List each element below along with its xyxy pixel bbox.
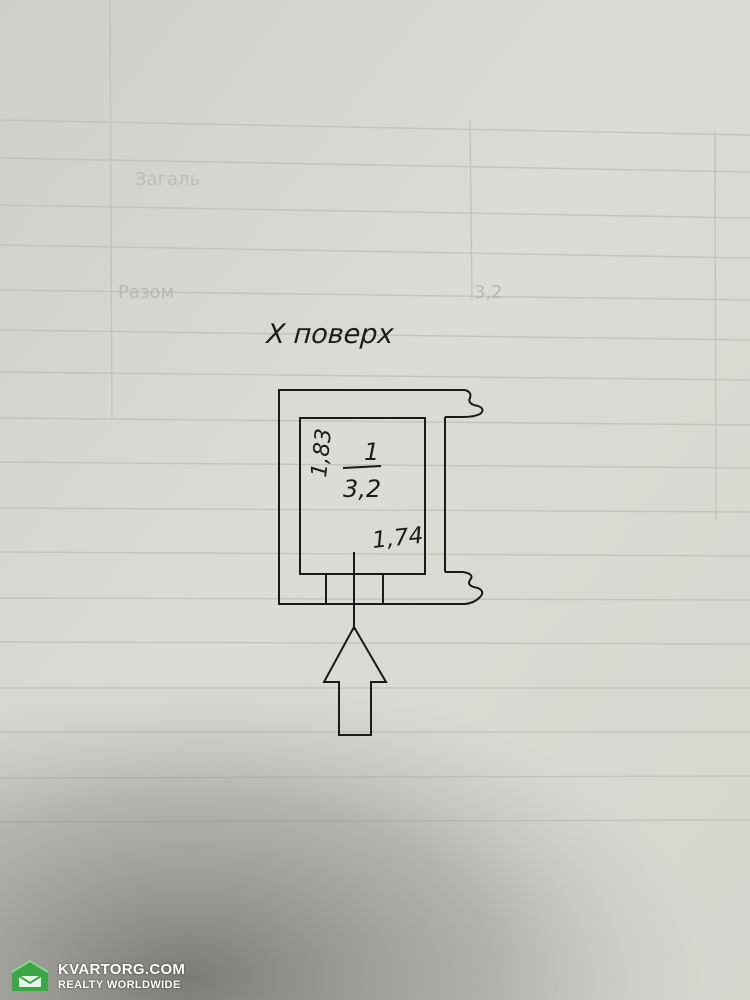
entrance-arrow-icon xyxy=(322,624,388,736)
faded-form-text-3: 3,2 xyxy=(474,282,503,303)
house-logo-icon xyxy=(11,959,49,991)
room-area: 3,2 xyxy=(343,475,381,503)
watermark-name: KVARTORG.COM xyxy=(58,960,186,978)
faded-form-text-2: Разом xyxy=(118,282,174,303)
room-number: 1 xyxy=(364,438,379,466)
floor-label: X поверх xyxy=(264,319,396,350)
kvartorg-watermark: KVARTORG.COM REALTY WORLDWIDE xyxy=(8,958,185,994)
room-fraction-line xyxy=(342,465,382,469)
watermark-tagline: REALTY WORLDWIDE xyxy=(58,978,181,991)
floor-plan xyxy=(278,389,484,736)
faded-form-text-1: Загаль xyxy=(135,169,200,190)
outer-wall xyxy=(278,389,465,605)
room-outline xyxy=(299,417,426,575)
break-mark-bottom xyxy=(462,571,484,605)
outer-wall-top-right xyxy=(444,416,463,573)
room-width-dimension: 1,74 xyxy=(371,523,425,554)
break-mark-top xyxy=(462,389,484,418)
room-height-dimension: 1,83 xyxy=(307,427,337,478)
photo-shadow xyxy=(0,560,750,1000)
